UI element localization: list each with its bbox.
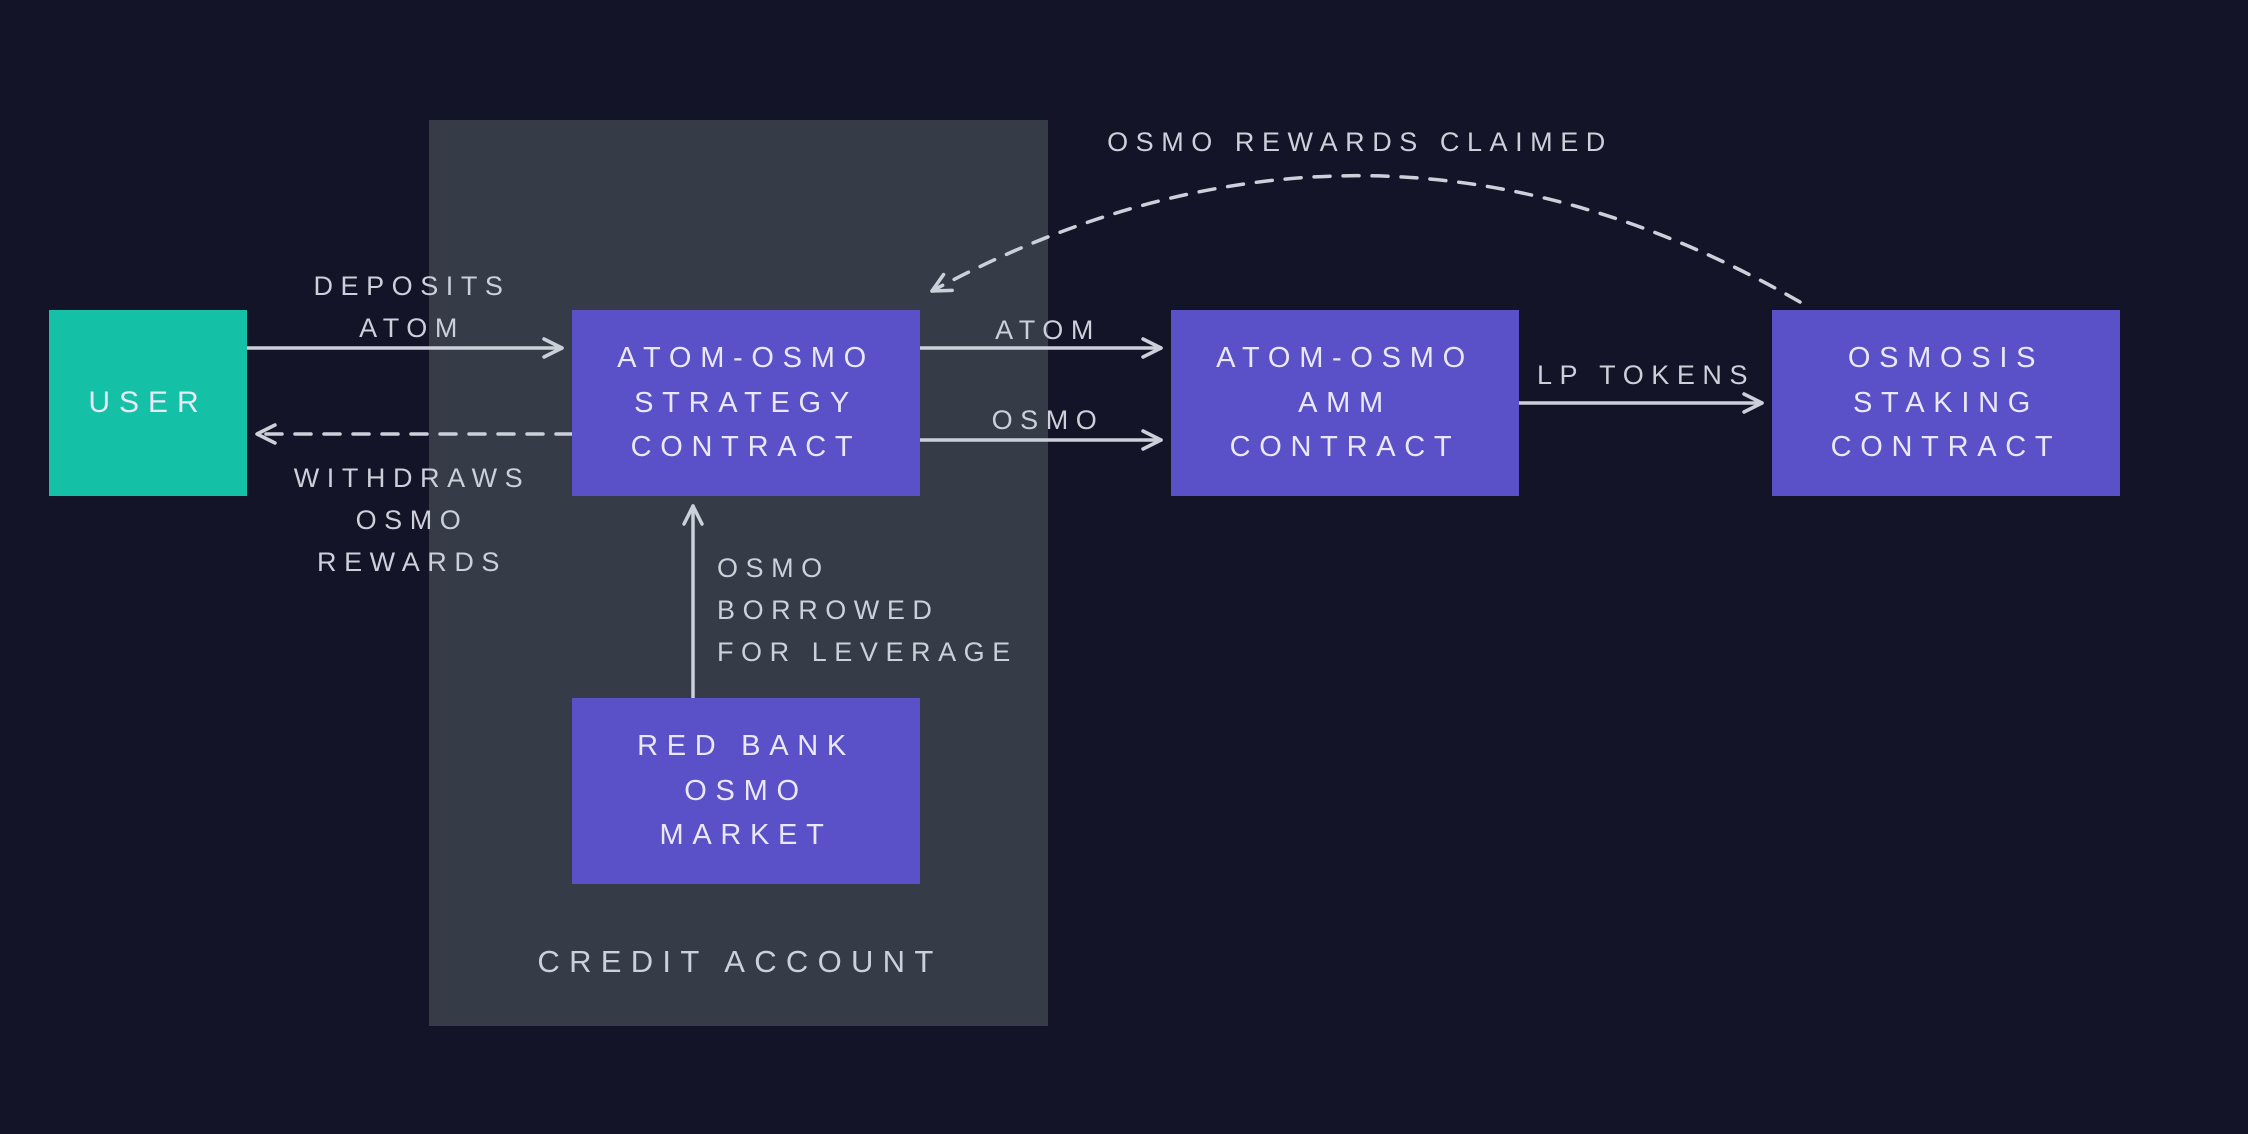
label-lp-tokens: LP TOKENS — [1536, 360, 1756, 390]
label-osmo: OSMO — [991, 405, 1105, 435]
node-staking-contract: OSMOSIS STAKING CONTRACT — [1772, 310, 2120, 496]
label-credit-account: CREDIT ACCOUNT — [537, 944, 943, 979]
label-deposits-atom: DEPOSITS ATOM — [313, 271, 511, 343]
node-staking-contract-label: OSMOSIS STAKING CONTRACT — [1830, 341, 2062, 464]
label-osmo-rewards-claimed: OSMO REWARDS CLAIMED — [1107, 127, 1613, 157]
node-strategy-contract: ATOM-OSMO STRATEGY CONTRACT — [572, 310, 920, 496]
node-user: USER — [49, 310, 247, 496]
node-strategy-contract-label: ATOM-OSMO STRATEGY CONTRACT — [617, 341, 875, 464]
label-osmo-borrowed-for-leverage: OSMO BORROWED FOR LEVERAGE — [717, 553, 1018, 667]
node-red-bank-market-label: RED BANK OSMO MARKET — [637, 729, 855, 852]
node-amm-contract-label: ATOM-OSMO AMM CONTRACT — [1216, 341, 1474, 464]
edge-osmo-rewards-claimed-arrow — [930, 173, 1802, 304]
node-red-bank-market: RED BANK OSMO MARKET — [572, 698, 920, 884]
label-withdraws-osmo-rewards: WITHDRAWS OSMO REWARDS — [293, 463, 531, 577]
node-user-label: USER — [88, 385, 208, 419]
label-atom: ATOM — [995, 315, 1101, 345]
node-amm-contract: ATOM-OSMO AMM CONTRACT — [1171, 310, 1519, 496]
